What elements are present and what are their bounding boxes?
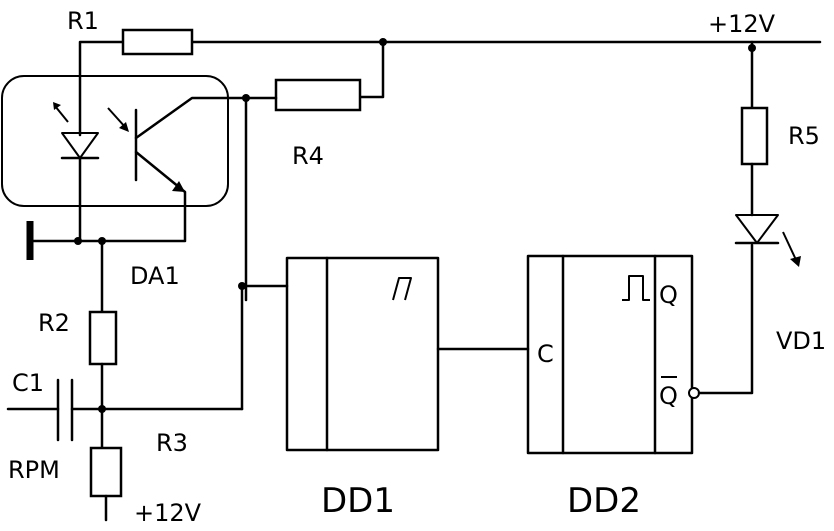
junction-dot [98,237,106,245]
label-rpm: RPM [8,456,60,484]
junction-dot [748,44,756,52]
emitter-arrowhead [172,181,185,192]
resistor-r5 [740,106,769,166]
vd1-emission-arrowhead [790,256,801,267]
vd1-triangle [735,214,779,244]
label-dd1: DD1 [321,481,395,521]
led-vd1 [734,214,801,267]
junction-dot [98,405,106,413]
junction-dot [74,237,82,245]
optocoupler-housing [1,75,229,207]
resistor-rpm [89,446,123,498]
label-dd2-q: Q [659,281,678,309]
dd1-body [285,256,440,452]
led-triangle [61,132,99,159]
led-emission-arrowhead [53,102,61,110]
junction-dot [242,94,250,102]
qbar-inversion-circle [688,387,700,399]
dd2-body [526,254,694,455]
light-reception-arrowhead [119,122,129,132]
label-r4: R4 [292,142,324,170]
label-c1: C1 [12,369,44,397]
junction-dot [379,38,387,46]
optocoupler-da1 [1,75,248,244]
label-dd2: DD2 [567,481,641,521]
junction-dot [238,282,246,290]
ground-symbol [26,221,187,260]
label-r3: R3 [156,429,188,457]
led-emission-arrow [54,105,69,123]
label-dd2-clock: C [537,340,554,368]
resistor-r1 [121,28,194,56]
resistor-r2 [88,310,118,366]
wire-qbar-to-vd1 [697,243,754,395]
label-supply-bottom: +12V [134,499,202,527]
top-rail-wires [78,40,822,137]
label-vd1: VD1 [776,327,826,355]
phototransistor-emitter [134,150,187,242]
label-da1: DA1 [130,262,180,290]
label-supply-top: +12V [708,10,776,38]
label-r2: R2 [38,309,70,337]
chip-dd2 [526,254,694,455]
junction-dots [74,38,756,413]
schmitt-trigger-icon [392,277,412,301]
chip-dd1 [285,256,440,452]
vd1-emission-arrow [782,231,798,263]
pulse-icon [622,275,650,301]
label-r1: R1 [67,7,99,35]
phototransistor-collector [134,96,248,140]
resistor-r4 [274,78,362,112]
label-dd2-qbar: Q [659,382,678,410]
label-r5: R5 [788,122,820,150]
